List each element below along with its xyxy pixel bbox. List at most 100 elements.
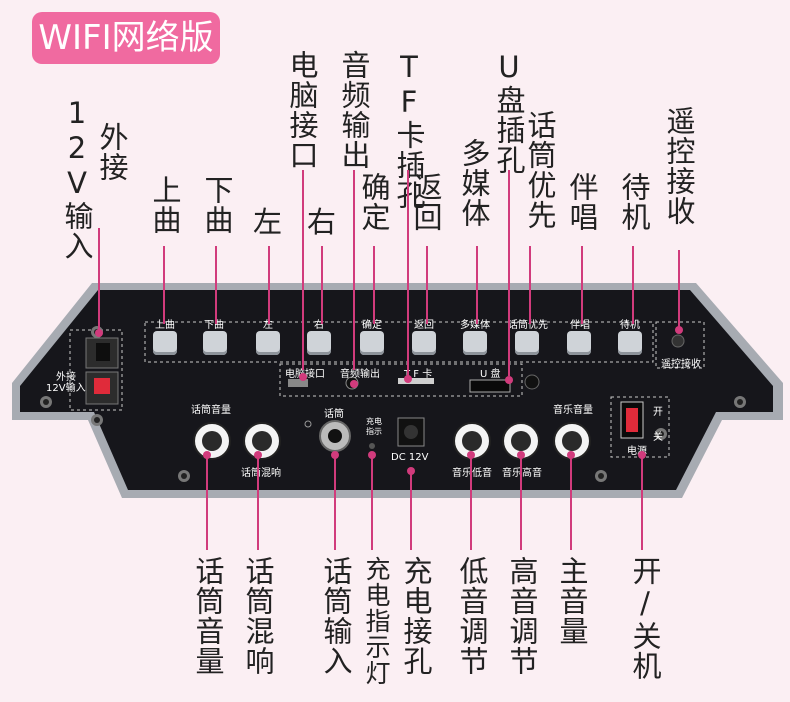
- panel-label-left: 左: [263, 320, 273, 331]
- leader-left: [268, 246, 270, 324]
- callout-main-vol: 主音量: [555, 556, 589, 646]
- panel-button-prev[interactable]: [153, 331, 177, 355]
- dot-remote: [675, 326, 683, 334]
- callout-bass: 低音调节: [455, 556, 489, 676]
- leader-ok: [373, 246, 375, 324]
- leader-ext: [98, 228, 100, 336]
- leader-pc: [302, 170, 304, 370]
- callout-left: 左: [253, 205, 283, 239]
- version-badge: WIFI网络版: [32, 12, 220, 64]
- leader-accompany: [581, 246, 583, 324]
- dot-charge-led: [368, 451, 376, 459]
- leader-bass: [470, 454, 472, 550]
- panel-label-charge-1: 充电: [366, 417, 382, 426]
- leader-mic-vol: [206, 454, 208, 550]
- leader-audio: [353, 170, 355, 370]
- dot-treble: [517, 451, 525, 459]
- panel-button-media[interactable]: [463, 331, 487, 355]
- panel-button-back[interactable]: [412, 331, 436, 355]
- callout-next: 下曲: [200, 175, 234, 235]
- panel-button-right[interactable]: [307, 331, 331, 355]
- dot-mic-in: [331, 451, 339, 459]
- leader-back: [426, 246, 428, 324]
- panel-label-next: 下曲: [204, 320, 224, 331]
- panel-label-ext-2: 12V输入: [46, 383, 86, 394]
- panel-button-mic-priority[interactable]: [515, 331, 539, 355]
- panel-label-bass: 音乐低音: [452, 468, 492, 479]
- dot-power: [638, 451, 646, 459]
- dot-mic-echo: [254, 451, 262, 459]
- panel-button-next[interactable]: [203, 331, 227, 355]
- leader-mic-echo: [257, 454, 259, 550]
- panel-label-accompany: 伴唱: [570, 320, 590, 331]
- dot-ext: [95, 329, 103, 337]
- callout-tf: TF卡插孔: [392, 50, 426, 210]
- panel-label-tf: T F 卡: [404, 369, 433, 380]
- leader-usb: [508, 170, 510, 376]
- panel-label-standby: 待机: [620, 320, 640, 331]
- panel-label-right: 右: [314, 320, 324, 331]
- dot-pc: [299, 373, 307, 381]
- callout-ext-2: 12V输入: [60, 96, 94, 261]
- panel-label-mic-priority: 话筒优先: [508, 320, 548, 331]
- dot-mic-vol: [203, 451, 211, 459]
- dot-tf: [404, 375, 412, 383]
- dot-usb: [505, 376, 513, 384]
- leader-mic-in: [334, 454, 336, 550]
- dot-charge-port: [407, 467, 415, 475]
- dot-audio: [350, 380, 358, 388]
- panel-label-usb: U 盘: [480, 369, 501, 380]
- panel-label-power: 电源: [627, 446, 647, 457]
- dot-bass: [467, 451, 475, 459]
- panel-label-switch-on: 开: [653, 407, 663, 418]
- callout-prev: 上曲: [148, 175, 182, 235]
- leader-mic-priority: [529, 246, 531, 324]
- leader-charge-led: [371, 454, 373, 550]
- callout-remote: 遥控接收: [662, 106, 696, 226]
- callout-power: 开/关机: [628, 556, 662, 681]
- panel-label-ext-1: 外接: [56, 372, 76, 383]
- callout-ok: 确定: [357, 172, 391, 232]
- callout-usb: U盘插孔: [492, 50, 526, 175]
- panel-label-mic-vol: 话筒音量: [191, 405, 231, 416]
- panel-label-dc: DC 12V: [391, 452, 429, 463]
- leader-right: [321, 246, 323, 324]
- panel-button-ok[interactable]: [360, 331, 384, 355]
- callout-ext-1: 外接: [95, 122, 129, 182]
- callout-back: 返回: [409, 172, 443, 232]
- callout-mic-vol: 话筒音量: [191, 556, 225, 676]
- panel-button-standby[interactable]: [618, 331, 642, 355]
- panel-label-audio: 音频输出: [340, 369, 380, 380]
- panel-label-ok: 确定: [362, 320, 382, 331]
- panel-label-prev: 上曲: [155, 320, 175, 331]
- panel-label-remote: 遥控接收: [661, 359, 701, 370]
- leader-treble: [520, 454, 522, 550]
- callout-charge-led: 充电指示灯: [362, 556, 391, 686]
- callout-right: 右: [307, 205, 337, 239]
- panel-label-switch-off: 关: [653, 432, 663, 443]
- leader-remote: [678, 250, 680, 330]
- leader-standby: [632, 246, 634, 324]
- callout-charge-port: 充电接孔: [399, 556, 433, 676]
- callout-pc: 电脑接口: [285, 50, 319, 170]
- panel-label-mic-echo: 话筒混响: [241, 468, 281, 479]
- callout-treble: 高音调节: [505, 556, 539, 676]
- panel-label-treble: 音乐高音: [502, 468, 542, 479]
- leader-media: [476, 246, 478, 324]
- panel-button-accompany[interactable]: [567, 331, 591, 355]
- dot-main-vol: [567, 451, 575, 459]
- callout-media: 多媒体: [457, 138, 491, 228]
- leader-main-vol: [570, 454, 572, 550]
- leader-charge-port: [410, 470, 412, 550]
- callout-audio-out: 音频输出: [337, 50, 371, 170]
- callout-mic-echo: 话筒混响: [241, 556, 275, 676]
- callout-mic-priority: 话筒优先: [523, 110, 557, 230]
- panel-label-mic: 话筒: [324, 409, 344, 420]
- callout-mic-in: 话筒输入: [319, 556, 353, 676]
- panel-button-left[interactable]: [256, 331, 280, 355]
- callout-accompany: 伴唱: [565, 172, 599, 232]
- leader-next: [215, 246, 217, 324]
- panel-label-music-vol: 音乐音量: [553, 405, 593, 416]
- leader-power: [641, 454, 643, 550]
- panel-label-media: 多媒体: [460, 320, 490, 331]
